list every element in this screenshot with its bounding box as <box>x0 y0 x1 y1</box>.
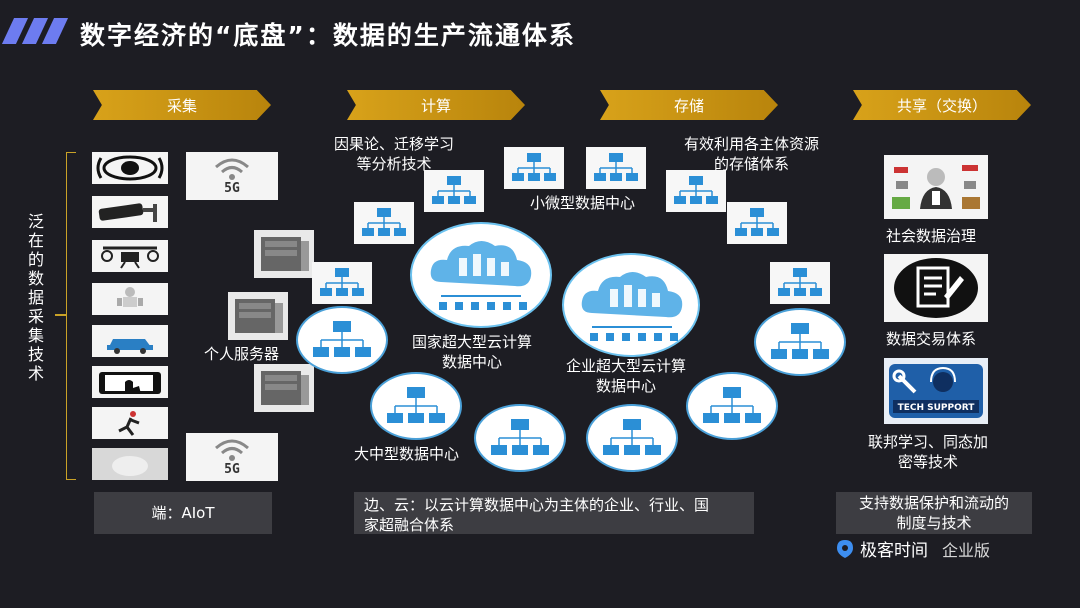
enterprise-data-center-label: 企业超大型云计算 数据中心 <box>566 357 687 395</box>
small-data-center-label: 小微型数据中心 <box>530 194 636 212</box>
brand-logo: 极客时间 企业版 <box>836 536 990 561</box>
collection-bracket <box>66 152 76 480</box>
social-governance-label: 社会数据治理 <box>886 227 977 245</box>
national-data-center-label: 国家超大型云计算 数据中心 <box>412 333 533 371</box>
smart-light-icon <box>92 448 168 480</box>
network-node-icon <box>770 262 830 304</box>
5g-signal-icon: 5G <box>186 152 278 200</box>
edge-aiot-label: 端：AIoT <box>151 504 215 522</box>
tech-support-badge-text: TECH SUPPORT <box>898 403 976 413</box>
personal-server-label: 个人服务器 <box>204 345 280 363</box>
causal-inference-label: 因果论、迁移学习 等分析技术 <box>334 135 455 173</box>
federated-learning-label: 联邦学习、同态加 密等技术 <box>868 433 989 471</box>
network-node-icon <box>727 202 787 244</box>
edge-aiot-box: 端：AIoT <box>94 492 272 534</box>
server-icon <box>228 292 288 340</box>
cloud-data-center-icon <box>410 222 552 328</box>
data-trading-icon <box>884 254 988 322</box>
header-collect: 采集 <box>93 90 271 120</box>
speaker-icon <box>92 152 168 184</box>
header-store: 存储 <box>600 90 778 120</box>
brand-edition: 企业版 <box>942 540 991 560</box>
edge-cloud-box: 边、云：以云计算数据中心为主体的企业、行业、国 家超融合体系 <box>354 492 754 534</box>
network-node-icon <box>424 170 484 212</box>
car-icon <box>92 325 168 357</box>
social-governance-icon <box>884 155 988 219</box>
runner-icon <box>92 407 168 439</box>
policy-box: 支持数据保护和流动的 制度与技术 <box>836 492 1032 534</box>
drone-icon <box>92 240 168 272</box>
data-center-node-icon <box>686 372 778 440</box>
network-node-icon <box>354 202 414 244</box>
large-data-center-label: 大中型数据中心 <box>354 445 460 463</box>
data-center-node-icon <box>296 306 388 374</box>
tech-support-icon: TECH SUPPORT <box>884 358 988 424</box>
network-node-icon <box>666 170 726 212</box>
data-trading-label: 数据交易体系 <box>886 330 977 348</box>
network-node-icon <box>586 147 646 189</box>
header-share: 共享（交换） <box>853 90 1031 120</box>
data-center-node-icon <box>474 404 566 472</box>
data-center-node-icon <box>370 372 462 440</box>
header-compute: 计算 <box>347 90 525 120</box>
page-title: 数字经济的“底盘”：数据的生产流通体系 <box>80 21 576 50</box>
brand-icon <box>837 539 853 558</box>
collection-bracket-tick <box>55 314 67 316</box>
5g-signal-icon: 5G <box>186 433 278 481</box>
smartphone-icon <box>92 366 168 398</box>
storage-system-label: 有效利用各主体资源 的存储体系 <box>684 135 820 173</box>
brand-name: 极客时间 <box>860 541 928 561</box>
data-center-node-icon <box>586 404 678 472</box>
cloud-data-center-icon <box>562 253 700 357</box>
server-icon <box>254 364 314 412</box>
robot-icon <box>92 283 168 315</box>
server-icon <box>254 230 314 278</box>
collection-vertical-label: 泛在的数据采集技术 <box>27 212 44 383</box>
data-center-node-icon <box>754 308 846 376</box>
camera-icon <box>92 196 168 228</box>
network-node-icon <box>504 147 564 189</box>
network-node-icon <box>312 262 372 304</box>
